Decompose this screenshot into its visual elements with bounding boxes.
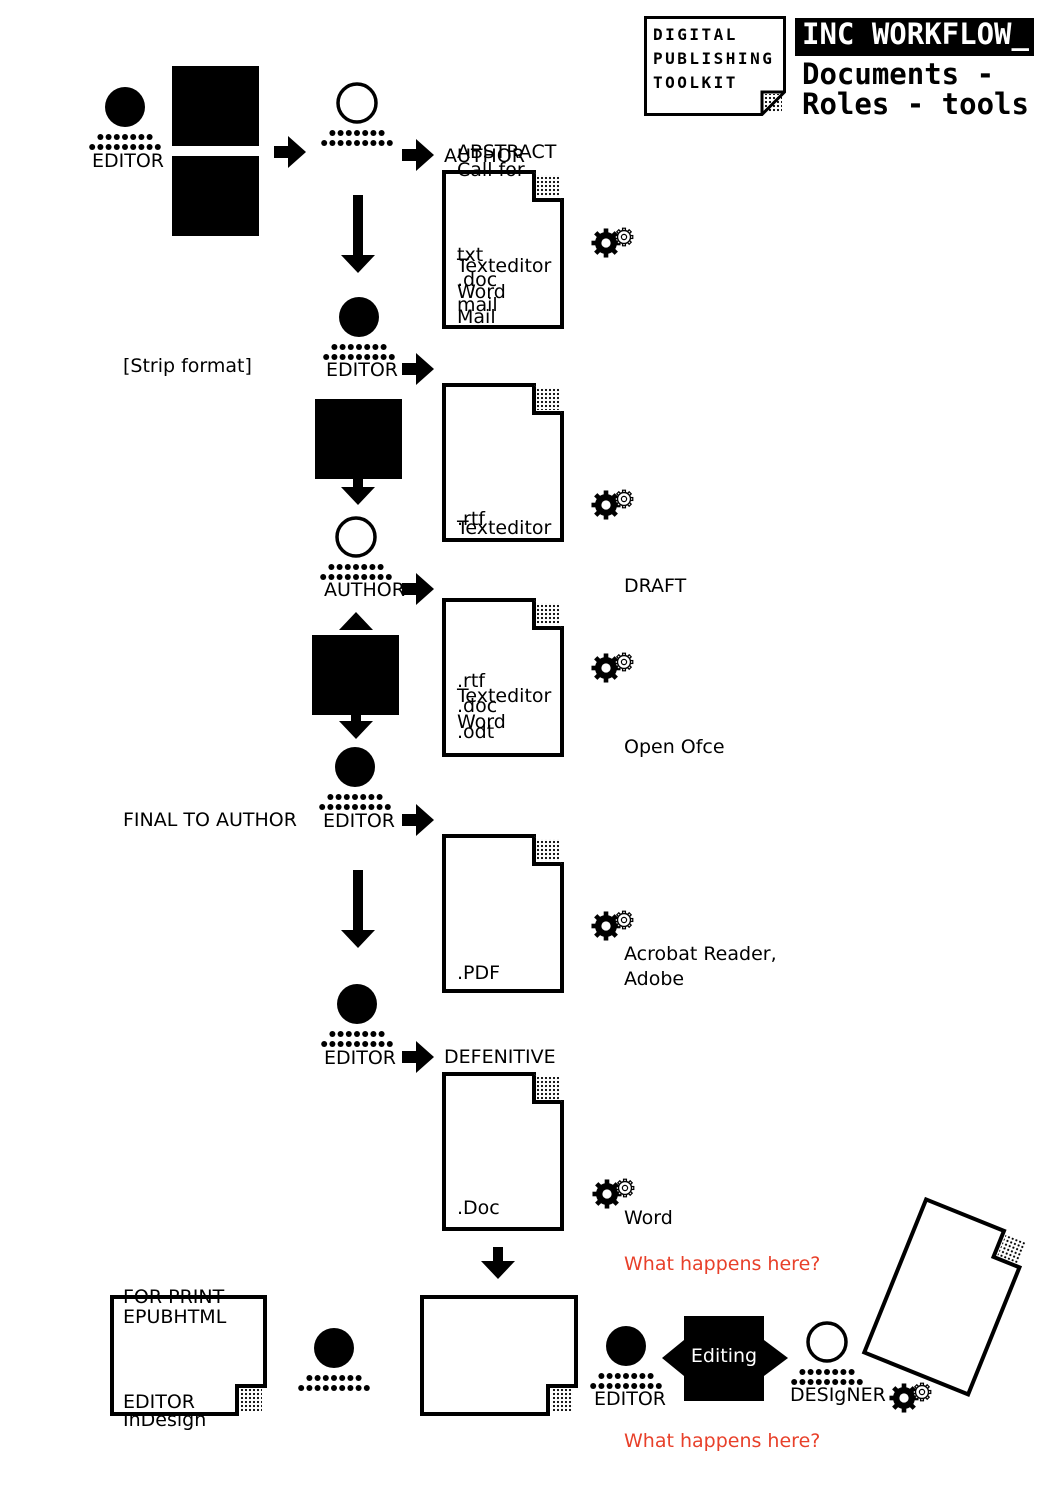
person-editor-2-icon — [323, 297, 395, 360]
arrow-down-icon — [341, 870, 375, 948]
title-bar — [795, 18, 1034, 56]
document-4-icon — [442, 834, 564, 993]
output-for-print: FOR PRINT — [123, 1286, 225, 1308]
page-title: INC WORKFLOW_ — [802, 17, 1029, 51]
doc1-tool-1: Texteditor — [457, 255, 552, 277]
doc1-title: ABSTRACT — [457, 141, 557, 163]
black-block-middle — [315, 399, 402, 479]
doc1-tool-3: Mail — [457, 306, 496, 328]
output-document-icon — [110, 1295, 267, 1416]
person-editor-5-icon — [590, 1326, 662, 1389]
arrow-right-icon — [402, 573, 434, 605]
note-open-office: Open Ofce — [624, 736, 725, 758]
doc2-format: .rtf — [457, 508, 485, 530]
person-bottom-icon — [298, 1328, 370, 1391]
output-editor-label: EDITOR — [123, 1391, 196, 1413]
gear-icon — [591, 910, 634, 941]
logo-line-3: TOOLKIT — [653, 73, 738, 92]
role-editor-3: EDITOR — [323, 810, 396, 832]
person-editor-top-icon — [89, 87, 161, 150]
black-block-top — [172, 66, 259, 146]
arrow-right-icon — [274, 136, 306, 168]
arrow-right-icon — [402, 139, 434, 171]
person-author-2-icon — [320, 516, 392, 580]
doc3-tool-2: Word — [457, 711, 506, 733]
arrow-right-icon — [764, 1340, 788, 1376]
arrow-down-icon — [481, 1247, 515, 1279]
logo-line-1: DIGITAL — [653, 25, 738, 44]
page-subtitle-line-1: Documents - — [802, 57, 995, 91]
doc1-format-2: .doc — [457, 269, 498, 291]
doc3-format-1: .rtf — [457, 670, 485, 692]
role-editor-4: EDITOR — [324, 1047, 397, 1069]
person-editor-3-icon — [319, 747, 391, 810]
doc1-subtitle: Call for — [457, 159, 525, 181]
arrow-up-icon — [339, 612, 373, 630]
doc1-format-1: txt — [457, 244, 484, 266]
note-final-to-author: FINAL TO AUTHOR — [123, 809, 297, 831]
doc5-title: DEFENITIVE — [444, 1046, 556, 1068]
person-designer-icon — [791, 1321, 863, 1385]
logo — [644, 16, 786, 116]
note-draft: DRAFT — [624, 575, 687, 597]
person-author-top-icon — [321, 82, 393, 146]
arrow-right-icon — [402, 353, 434, 385]
document-3-icon — [442, 598, 564, 757]
doc1-format-3: mail — [457, 294, 498, 316]
arrow-down-icon — [341, 479, 375, 505]
arrow-left-icon — [662, 1340, 684, 1376]
gear-icon — [592, 1178, 635, 1209]
note-acrobat-2: Adobe — [624, 968, 685, 990]
doc1-tool-2: Word — [457, 281, 506, 303]
black-block-lower — [312, 635, 399, 715]
editing-label: Editing — [690, 1345, 758, 1367]
role-editor-5: EDITOR — [594, 1388, 667, 1410]
role-author-2: AUTHOR — [324, 579, 405, 601]
page-subtitle-line-2: Roles - tools — [802, 87, 1029, 121]
doc4-format: .PDF — [457, 962, 501, 984]
doc2-tool: Texteditor — [457, 517, 552, 539]
editing-block — [684, 1316, 764, 1401]
document-5-icon — [442, 1072, 564, 1231]
doc3-format-2: .doc — [457, 695, 498, 717]
note-word-tool: Word — [624, 1207, 673, 1229]
doc3-format-3: .odt — [457, 721, 495, 743]
gear-icon — [591, 652, 634, 683]
output-indesign: InDesign — [123, 1409, 207, 1431]
black-block-bottom — [172, 156, 259, 236]
role-editor-2: EDITOR — [326, 359, 399, 381]
arrow-right-icon — [402, 1041, 434, 1073]
gear-icon — [889, 1382, 932, 1413]
doc3-tool-1: Texteditor — [457, 685, 552, 707]
document-2-icon — [442, 383, 564, 542]
role-designer: DESIgNER — [790, 1384, 886, 1406]
note-question-1: What happens here? — [624, 1253, 821, 1275]
arrow-down-icon — [341, 195, 375, 273]
role-editor-top: EDITOR — [92, 150, 165, 172]
document-1-icon — [442, 170, 564, 329]
role-author-top: AUTHOR — [444, 145, 525, 167]
final-document-icon — [420, 1295, 578, 1416]
note-acrobat-1: Acrobat Reader, — [624, 943, 777, 965]
logo-line-2: PUBLISHING — [653, 49, 775, 68]
logo-frame-icon — [644, 16, 786, 116]
tilted-document-icon — [861, 1196, 1027, 1397]
person-editor-4-icon — [321, 984, 393, 1047]
gear-icon — [591, 227, 634, 258]
note-question-2: What happens here? — [624, 1430, 821, 1452]
doc5-format: .Doc — [457, 1197, 500, 1219]
output-epub-html: EPUBHTML — [123, 1306, 227, 1328]
gear-icon — [591, 489, 634, 520]
arrow-down-icon — [339, 715, 373, 739]
arrow-right-icon — [402, 804, 434, 836]
note-strip-format: [Strip format] — [123, 355, 252, 377]
